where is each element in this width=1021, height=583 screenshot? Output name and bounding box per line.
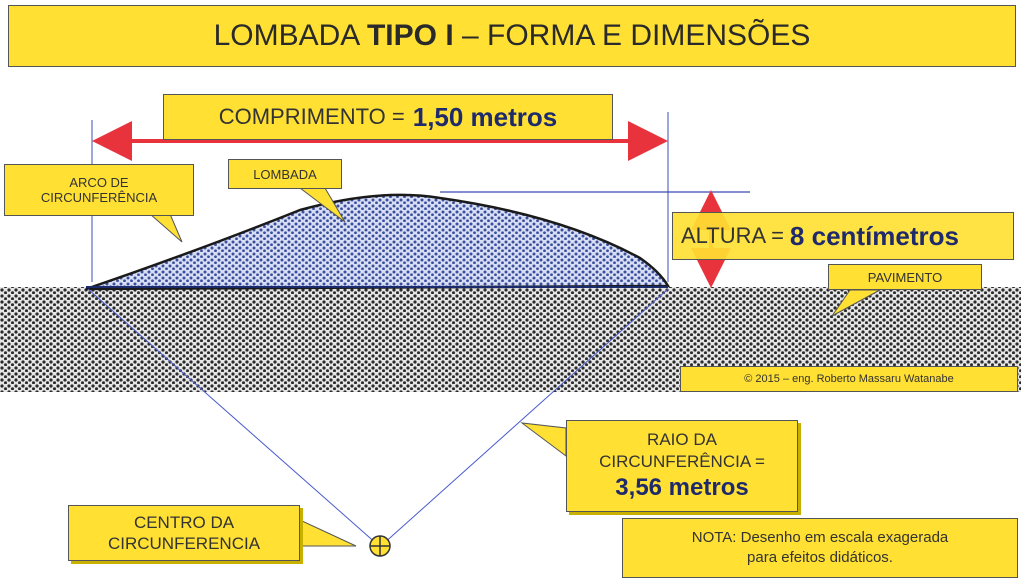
radius-line-left [87, 288, 379, 546]
pavement-label: PAVIMENTO [828, 264, 982, 290]
title-text: LOMBADA TIPO I – FORMA E DIMENSÕES [213, 19, 811, 52]
length-value: 1,50 metros [412, 101, 558, 132]
radius-line-right [381, 288, 669, 546]
title-banner: LOMBADA TIPO I – FORMA E DIMENSÕES [8, 5, 1016, 67]
height-label: ALTURA = 8 centímetros [672, 212, 1014, 260]
length-label: COMPRIMENTO = 1,50 metros [163, 94, 613, 140]
radius-label: RAIO DA CIRCUNFERÊNCIA = 3,56 metros [566, 420, 798, 512]
copyright-label: © 2015 – eng. Roberto Massaru Watanabe [680, 366, 1018, 392]
radius-callout-pointer [520, 422, 567, 457]
center-callout-pointer [299, 519, 357, 547]
note-box: NOTA: Desenho em escala exagerada para e… [622, 518, 1018, 578]
arc-callout-pointer [148, 213, 183, 243]
bump-shape [85, 193, 671, 291]
center-symbol [369, 535, 391, 557]
bump-label: LOMBADA [228, 159, 342, 189]
pavement-callout-pointer [831, 289, 881, 317]
length-text: COMPRIMENTO = [218, 104, 405, 129]
center-label: CENTRO DA CIRCUNFERENCIA [68, 505, 300, 561]
arc-label: ARCO DE CIRCUNFERÊNCIA [4, 164, 194, 216]
